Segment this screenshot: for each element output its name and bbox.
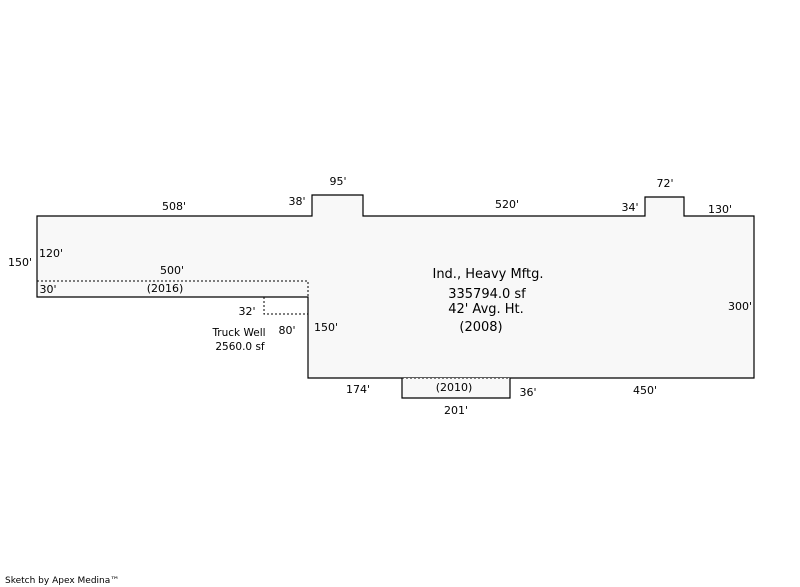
main-building-outline: [36, 194, 755, 379]
building-year-label: (2008): [459, 320, 502, 335]
truck-well-name: Truck Well: [211, 327, 265, 339]
dim-bottom-right: 450': [633, 384, 657, 397]
dim-notch1-top: 95': [329, 175, 346, 188]
building-area-label: 335794.0 sf: [448, 287, 526, 302]
north-addition-divider: [37, 280, 309, 297]
south-addition-outline: [401, 378, 511, 399]
dim-right-side: 300': [728, 300, 752, 313]
north-addition-year: (2016): [147, 282, 184, 295]
building-height-label: 42' Avg. Ht.: [448, 302, 524, 317]
dim-notch2-top: 72': [656, 177, 673, 190]
dim-top-left: 508': [162, 200, 186, 213]
sketch-credit: Sketch by Apex Medina™: [5, 576, 119, 586]
truck-well-outline: [263, 296, 309, 315]
dim-top-middle: 520': [495, 198, 519, 211]
dim-truck-depth: 80': [278, 324, 295, 337]
building-use-label: Ind., Heavy Mftg.: [432, 267, 543, 282]
dim-left-inner: 120': [39, 247, 63, 260]
dim-notch2-left: 34': [621, 201, 638, 214]
dim-truck-width: 32': [238, 305, 255, 318]
south-addition-year: (2010): [436, 381, 473, 394]
dim-left-outer: 150': [8, 256, 32, 269]
dim-addition-length: 500': [160, 264, 184, 277]
dim-bottom-left: 174': [346, 383, 370, 396]
truck-well-area: 2560.0 sf: [215, 341, 265, 353]
dim-south-width: 201': [444, 404, 468, 417]
dim-south-depth: 36': [519, 386, 536, 399]
dim-notch1-left: 38': [288, 195, 305, 208]
dim-top-right: 130': [708, 203, 732, 216]
dim-addition-depth: 30': [39, 283, 56, 296]
dim-step-down: 150': [314, 321, 338, 334]
